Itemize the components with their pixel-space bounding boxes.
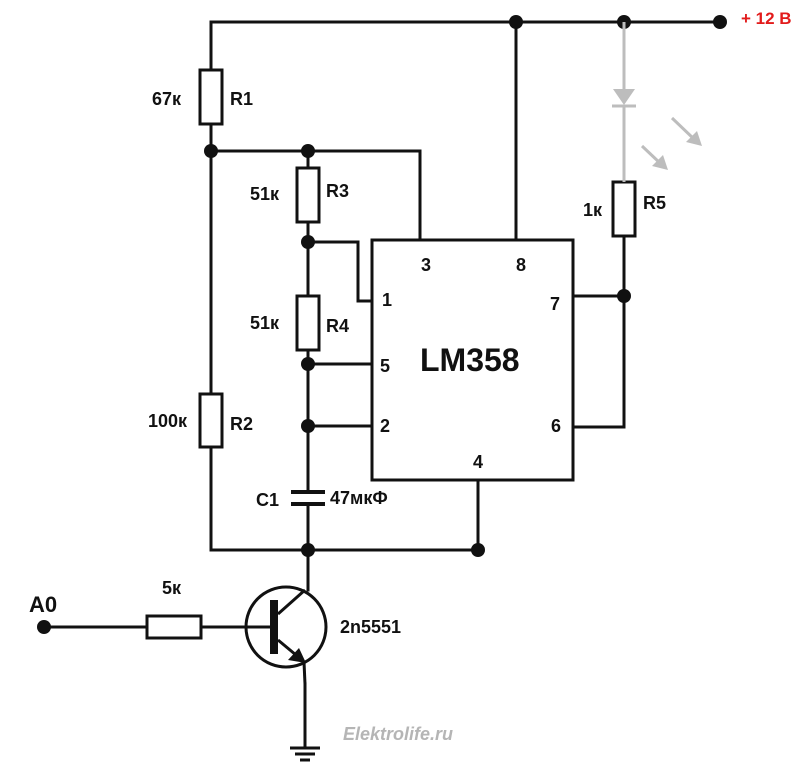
base-resistor-value-label: 5к bbox=[162, 578, 182, 598]
wire-r5-bottom bbox=[571, 234, 626, 429]
led bbox=[612, 22, 702, 182]
pin-label: 3 bbox=[421, 255, 431, 275]
transistor-name-label: 2n5551 bbox=[340, 617, 401, 637]
light-arrow-icon bbox=[640, 144, 668, 170]
r2-name-label: R2 bbox=[230, 414, 253, 434]
r3-name-label: R3 bbox=[326, 181, 349, 201]
supply-terminal[interactable] bbox=[713, 15, 727, 29]
r5-name-label: R5 bbox=[643, 193, 666, 213]
capacitor-c1 bbox=[291, 490, 325, 506]
ground-icon bbox=[290, 746, 320, 762]
transistor-2n5551 bbox=[201, 585, 328, 685]
wire-pin1 bbox=[306, 240, 374, 303]
r2-value-label: 100к bbox=[148, 411, 188, 431]
pin-label: 7 bbox=[550, 294, 560, 314]
resistor-r2 bbox=[198, 392, 224, 449]
light-arrow-icon bbox=[670, 116, 702, 146]
r4-name-label: R4 bbox=[326, 316, 349, 336]
junction-dot bbox=[301, 235, 315, 249]
resistor-r3 bbox=[295, 166, 321, 224]
junction-dot bbox=[509, 15, 523, 29]
junction-dot bbox=[301, 419, 315, 433]
junction-dot bbox=[617, 289, 631, 303]
r3-value-label: 51к bbox=[250, 184, 280, 204]
wire-node-to-pin3 bbox=[209, 149, 422, 242]
r4-value-label: 51к bbox=[250, 313, 280, 333]
pin-label: 8 bbox=[516, 255, 526, 275]
junction-dot bbox=[301, 357, 315, 371]
r1-name-label: R1 bbox=[230, 89, 253, 109]
input-label: A0 bbox=[29, 592, 57, 617]
emitter-arrow-icon bbox=[288, 648, 306, 663]
supply-label: + 12 В bbox=[741, 9, 792, 28]
junctions bbox=[37, 15, 727, 634]
input-terminal[interactable] bbox=[37, 620, 51, 634]
junction-dot bbox=[301, 144, 315, 158]
c1-value-label: 47мкФ bbox=[330, 488, 388, 508]
watermark: Elektrolife.ru bbox=[343, 724, 453, 744]
r5-value-label: 1к bbox=[583, 200, 603, 220]
resistor-r4 bbox=[295, 294, 321, 352]
resistor-r5 bbox=[611, 180, 637, 238]
junction-dot bbox=[204, 144, 218, 158]
resistor-base bbox=[145, 614, 203, 640]
ic-lm358 bbox=[370, 238, 575, 482]
resistor-r1 bbox=[198, 68, 224, 126]
c1-name-label: C1 bbox=[256, 490, 279, 510]
pin-label: 6 bbox=[551, 416, 561, 436]
wire-r2-bottom bbox=[209, 445, 480, 552]
ic-name-label: LM358 bbox=[420, 342, 520, 378]
r1-value-label: 67к bbox=[152, 89, 182, 109]
pin-label: 4 bbox=[473, 452, 483, 472]
junction-dot bbox=[471, 543, 485, 557]
pin-label: 2 bbox=[380, 416, 390, 436]
pin-label: 5 bbox=[380, 356, 390, 376]
junction-dot bbox=[301, 543, 315, 557]
pin-label: 1 bbox=[382, 290, 392, 310]
